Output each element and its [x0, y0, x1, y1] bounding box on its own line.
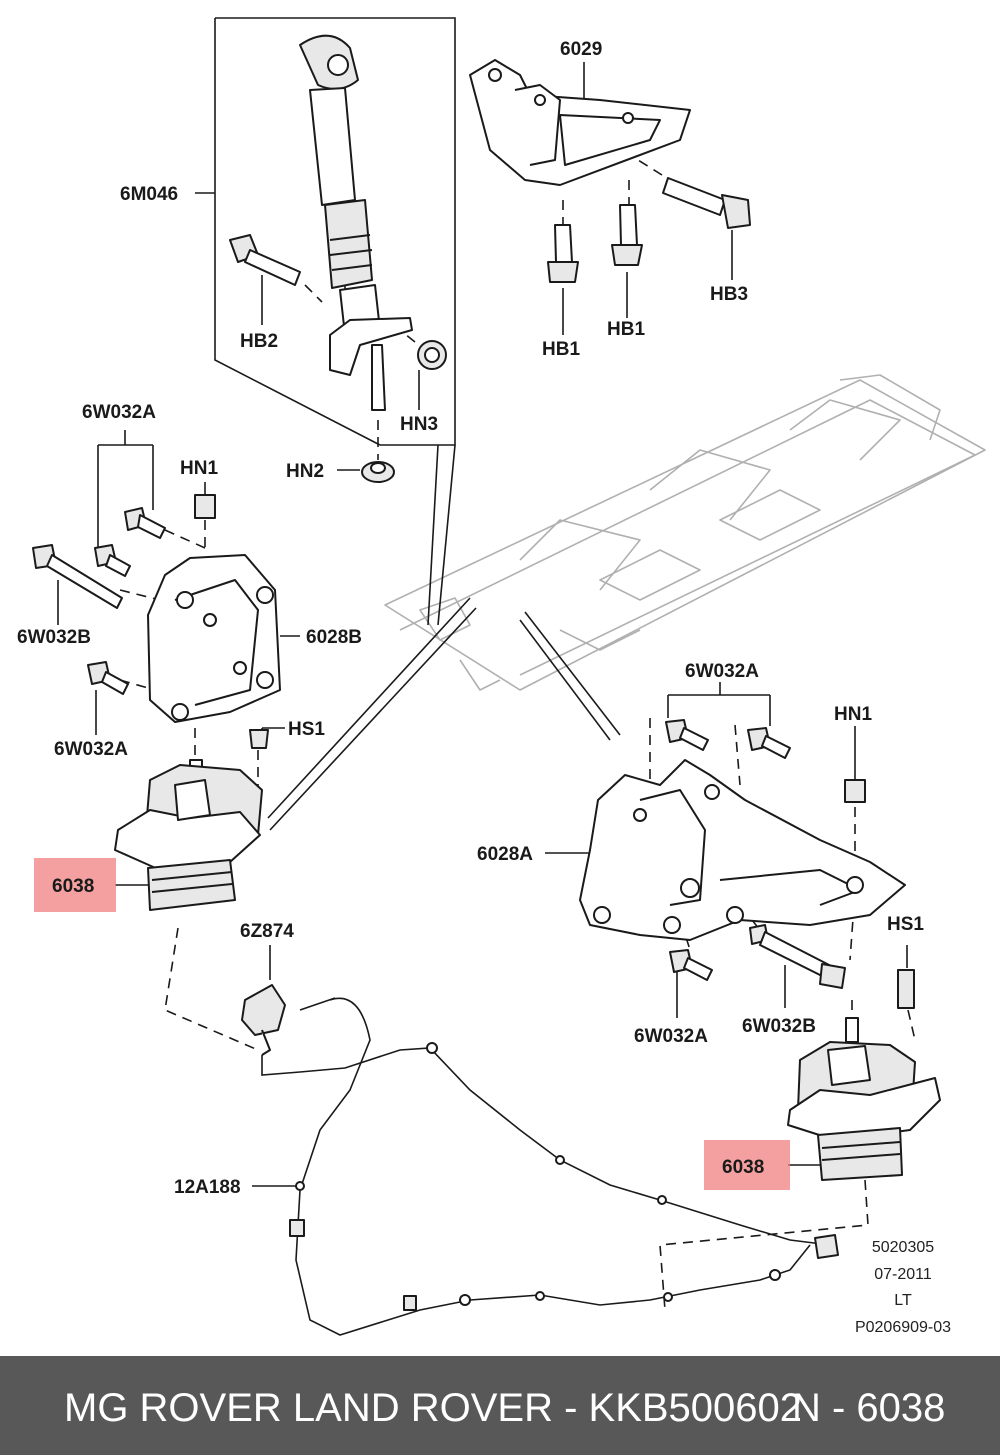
ref-code: 5020305 — [872, 1239, 934, 1256]
label-6038-left: 6038 — [52, 876, 94, 897]
bolt-hb2 — [229, 234, 301, 286]
footer-part-title: MG ROVER LAND ROVER - KKB500602 — [64, 1386, 803, 1430]
label-6w032b-right: 6W032B — [742, 1016, 816, 1037]
bolts-right-6w032 — [665, 719, 915, 1009]
engine-mount-6038-right — [787, 1017, 941, 1181]
label-6w032a-right-low: 6W032A — [634, 1026, 708, 1047]
label-hs1-right: HS1 — [887, 914, 924, 935]
nut-hn2 — [361, 461, 395, 483]
footer-part-number: N - 6038 — [792, 1386, 946, 1430]
label-hn2: HN2 — [286, 461, 324, 482]
label-hb3: HB3 — [710, 284, 748, 305]
label-hs1-left: HS1 — [288, 719, 325, 740]
label-hn3: HN3 — [400, 414, 438, 435]
bracket-6029 — [469, 59, 691, 186]
bracket-6028a — [579, 759, 906, 941]
label-6w032b-left: 6W032B — [17, 627, 91, 648]
footer-bar: MG ROVER LAND ROVER - KKB500602 N - 6038 — [0, 1356, 1000, 1455]
label-hn1-right: HN1 — [834, 704, 872, 725]
bracket-6028b — [147, 554, 281, 723]
reference-info: 5020305 07-2011 LT P0206909-03 — [855, 1239, 951, 1336]
part-labels: 6M046 6029 HB2 HB3 HB1 HB1 HN3 HN2 6W032… — [17, 39, 924, 1198]
highlight-6038-right — [704, 1140, 790, 1190]
label-6029: 6029 — [560, 39, 602, 60]
ref-date: 07-2011 — [874, 1266, 932, 1283]
chassis-frame — [384, 374, 986, 691]
label-hn1-left: HN1 — [180, 458, 218, 479]
label-hb1-b: HB1 — [607, 319, 645, 340]
sensor-6z874 — [241, 984, 286, 1056]
ref-drawing-number: P0206909-03 — [855, 1319, 951, 1336]
nut-hn3 — [417, 340, 447, 370]
label-12a188: 12A188 — [174, 1177, 241, 1198]
label-6m046: 6M046 — [120, 184, 178, 205]
damper-strut — [299, 34, 413, 411]
label-6028a: 6028A — [477, 844, 533, 865]
highlight-6038-left — [34, 858, 116, 912]
exploded-parts-diagram: 6M046 6029 HB2 HB3 HB1 HB1 HN3 HN2 6W032… — [17, 17, 986, 1336]
label-hb1-a: HB1 — [542, 339, 580, 360]
label-6038-right: 6038 — [722, 1157, 764, 1178]
engine-mount-6038-left — [114, 759, 263, 911]
label-6w032a-top-left: 6W032A — [82, 402, 156, 423]
bolts-left-6w032 — [32, 494, 269, 749]
bolts-hb1-hb3 — [547, 177, 751, 283]
label-hb2: HB2 — [240, 331, 278, 352]
wiring-harness-12a188 — [261, 997, 839, 1336]
label-6w032a-top-right: 6W032A — [685, 661, 759, 682]
ref-variant: LT — [894, 1292, 912, 1309]
label-6w032a-left-low: 6W032A — [54, 739, 128, 760]
label-6z874: 6Z874 — [240, 921, 294, 942]
label-6028b: 6028B — [306, 627, 362, 648]
